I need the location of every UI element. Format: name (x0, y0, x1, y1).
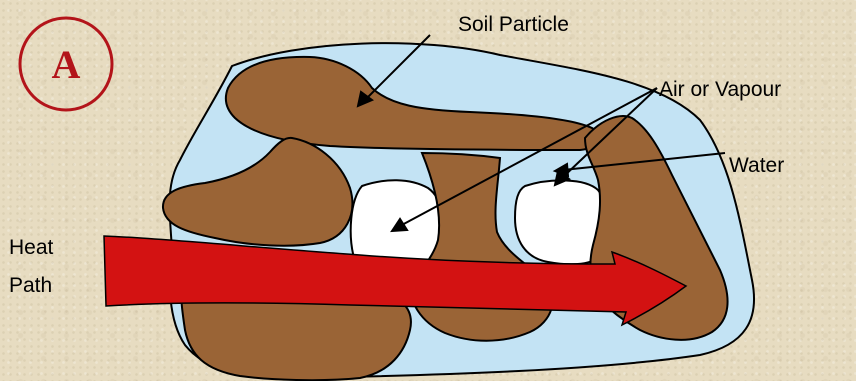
badge-letter: A (52, 42, 81, 87)
label-soil-particle: Soil Particle (458, 13, 569, 36)
badge-a: A (20, 18, 112, 110)
label-water: Water (729, 154, 784, 177)
label-air-or-vapour: Air or Vapour (659, 78, 781, 101)
label-path: Path (9, 274, 52, 297)
label-heat: Heat (9, 236, 54, 259)
